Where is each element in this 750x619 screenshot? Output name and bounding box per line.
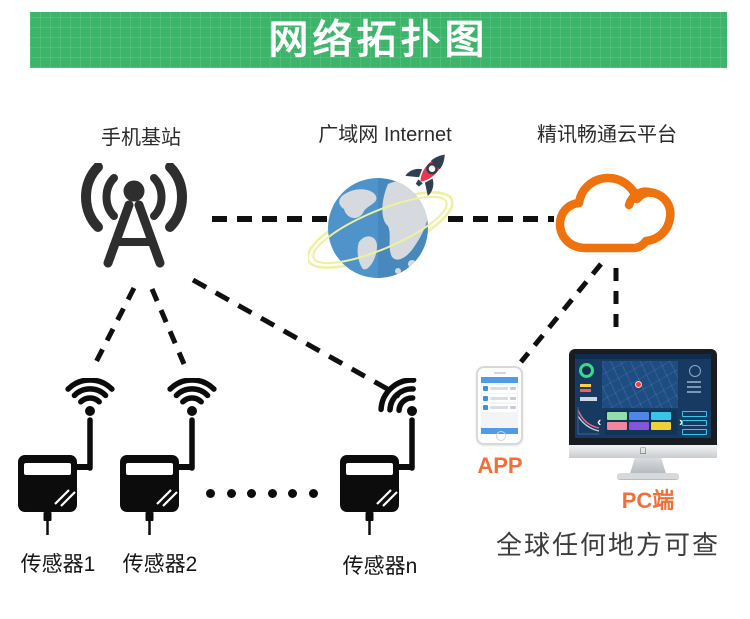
ellipsis-dots — [206, 489, 318, 498]
phone-speaker — [494, 372, 506, 374]
pc-label: PC端 — [621, 488, 675, 513]
imac-dashboard: ‹ › — [575, 354, 711, 438]
title-banner: 网络拓扑图 — [30, 12, 727, 68]
sensor-icon — [340, 378, 417, 535]
phone-home-button — [495, 431, 506, 441]
dashboard-map — [602, 361, 678, 408]
dashboard-widget-icon — [689, 365, 701, 377]
cloud-platform-label: 精讯畅通云平台 — [537, 124, 677, 146]
dashboard-legend — [580, 384, 591, 387]
wifi-icon — [167, 378, 217, 416]
chevron-right-icon: › — [679, 414, 684, 429]
imac-icon: ‹ › — [569, 349, 717, 445]
chevron-left-icon: ‹ — [597, 414, 602, 429]
dashboard-button — [682, 429, 707, 435]
base-station-label: 手机基站 — [101, 127, 181, 149]
cell-tower-icon — [81, 163, 187, 268]
dashboard-chart — [577, 407, 600, 435]
wifi-icon — [378, 378, 417, 416]
phone-list-item — [482, 403, 517, 412]
globe-icon — [308, 154, 454, 278]
caption-text: 全球任何地方可查 — [495, 530, 720, 560]
imac-chin:  — [569, 445, 717, 458]
phone-list-item — [482, 384, 517, 393]
dashboard-legend — [580, 397, 597, 401]
dashboard-text-line — [687, 391, 701, 393]
sensorn-label: 传感器n — [342, 555, 418, 578]
imac-base — [617, 473, 679, 480]
apple-logo-icon:  — [640, 447, 647, 456]
rocket-icon — [405, 154, 445, 196]
phone-screen — [481, 377, 518, 434]
app-label: APP — [477, 453, 523, 478]
link-tower-sensor1 — [91, 286, 137, 368]
phone-app-header — [481, 377, 518, 383]
phone-icon — [476, 366, 523, 445]
sensor-icon — [120, 378, 217, 535]
wifi-icon — [65, 378, 115, 416]
dashboard-button — [682, 411, 707, 417]
link-cloud-app — [519, 262, 603, 364]
dashboard-topbar — [575, 354, 711, 359]
dashboard-text-line — [687, 386, 701, 388]
dashboard-text-line — [687, 381, 701, 383]
imac-stand — [630, 458, 666, 474]
dashboard-button — [682, 420, 707, 426]
dashboard-gauge — [579, 363, 594, 378]
dashboard-legend — [580, 389, 591, 392]
sensor2-label: 传感器2 — [122, 553, 198, 576]
sensor-icon — [18, 378, 115, 535]
sensor1-label: 传感器1 — [20, 553, 96, 576]
page-title: 网络拓扑图 — [268, 18, 489, 62]
map-marker-icon — [635, 381, 642, 388]
cloud-icon — [555, 173, 675, 253]
dashboard-cards — [605, 410, 677, 435]
link-tower-sensor2 — [149, 288, 187, 365]
phone-list-item — [482, 394, 517, 402]
internet-label: 广域网 Internet — [318, 124, 452, 146]
